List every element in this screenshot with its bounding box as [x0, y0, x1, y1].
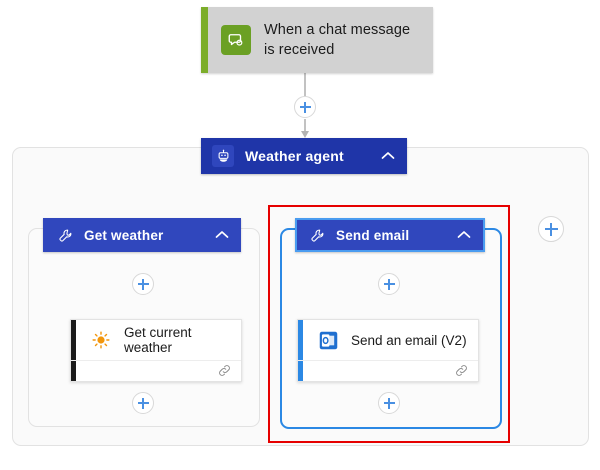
wrench-icon [58, 228, 73, 243]
action-card-get-current-weather-label: Get current weather [124, 325, 192, 355]
robot-icon [212, 145, 234, 167]
tool-node-send-email-label: Send email [336, 227, 410, 243]
plus-vertical [388, 397, 390, 409]
add-step-in-get-weather[interactable] [132, 273, 154, 295]
trigger-label-line2: is received [264, 42, 335, 58]
wrench-icon [310, 228, 325, 243]
tool-node-get-weather[interactable]: Get weather [43, 218, 241, 252]
action-card-header: Send an email (V2) [298, 320, 478, 360]
action-card-get-current-weather[interactable]: Get current weather [70, 319, 242, 382]
tool-node-send-email[interactable]: Send email [295, 218, 485, 252]
action-accent-bar [71, 320, 76, 381]
action-card-send-an-email-label: Send an email (V2) [351, 332, 467, 348]
chevron-up-icon[interactable] [457, 226, 471, 244]
agent-node-label: Weather agent [245, 148, 344, 164]
add-step-in-send-email[interactable] [378, 273, 400, 295]
chevron-up-icon[interactable] [381, 147, 395, 165]
sun-icon [90, 329, 112, 351]
chevron-up-icon[interactable] [215, 226, 229, 244]
add-tool-to-agent[interactable] [538, 216, 564, 242]
agent-node[interactable]: Weather agent [201, 138, 407, 174]
action-card-send-an-email[interactable]: Send an email (V2) [297, 319, 479, 382]
plus-vertical [142, 397, 144, 409]
action-accent-bar [298, 320, 303, 381]
trigger-card[interactable]: When a chat message is received [201, 7, 433, 73]
add-step-after-get-current-weather[interactable] [132, 392, 154, 414]
outlook-icon [317, 329, 339, 351]
connection-link-icon[interactable] [454, 363, 469, 383]
add-step-after-trigger[interactable] [294, 96, 316, 118]
plus-vertical [550, 222, 552, 236]
plus-vertical [142, 278, 144, 290]
action-card-footer [71, 360, 241, 381]
trigger-label: When a chat message is received [264, 20, 410, 60]
add-step-after-send-an-email[interactable] [378, 392, 400, 414]
connection-link-icon[interactable] [217, 363, 232, 383]
teams-chat-icon [221, 25, 251, 55]
trigger-label-line1: When a chat message [264, 22, 411, 38]
action-card-header: Get current weather [71, 320, 241, 360]
plus-vertical [304, 101, 306, 113]
plus-vertical [388, 278, 390, 290]
tool-node-get-weather-label: Get weather [84, 227, 164, 243]
action-card-footer [298, 360, 478, 381]
trigger-accent-bar [201, 7, 208, 73]
